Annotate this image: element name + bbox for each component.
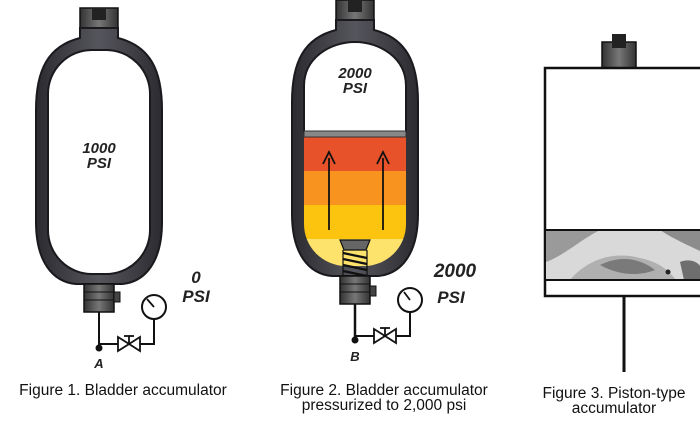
poppet-valve-icon	[339, 239, 371, 278]
gas-pressure-unit: PSI	[343, 80, 368, 97]
caption-line-2: pressurized to 2,000 psi	[301, 397, 467, 414]
bladder	[47, 49, 151, 275]
pressure-gauge-icon	[397, 287, 423, 313]
caption-line-2: accumulator	[571, 400, 657, 417]
figure-3-caption: Figure 3. Piston-type accumulator	[528, 385, 700, 417]
figure-3-piston-accumulator	[543, 34, 700, 372]
fluid-pressure-value: 2000	[433, 261, 477, 282]
up-arrow-icon	[322, 149, 336, 230]
gas-pressure-value: 1000	[82, 140, 116, 157]
fluid-port-icon	[83, 283, 115, 313]
point-label-b: B	[350, 349, 359, 364]
pressure-gauge-icon	[141, 294, 167, 320]
up-arrow-icon	[376, 149, 390, 230]
caption-text: Figure 1. Bladder accumulator	[19, 382, 227, 399]
gas-pressure-value: 2000	[337, 65, 372, 82]
gas-pressure-unit: PSI	[87, 155, 112, 172]
fluid-pressure-unit: PSI	[182, 287, 211, 306]
caption-line-1: Figure 2. Bladder accumulator	[280, 382, 488, 399]
figure-2-caption: Figure 2. Bladder accumulator pressurize…	[258, 382, 510, 414]
fluid-pressure-value: 0	[191, 268, 201, 287]
point-label-a: A	[93, 356, 103, 371]
piston	[546, 229, 700, 281]
caption-line-1: Figure 3. Piston-type	[542, 385, 686, 402]
figure-2-pressurized-accumulator: 2000 PSI 2000	[291, 0, 477, 364]
fluid-pressure-unit: PSI	[437, 288, 466, 307]
figure-1-caption: Figure 1. Bladder accumulator	[0, 382, 246, 399]
bladder	[303, 40, 407, 133]
hydraulic-fluid	[304, 137, 406, 266]
figure-1-bladder-accumulator: 1000 PSI 0 PSI A	[35, 7, 211, 371]
fluid-port-icon	[339, 275, 371, 305]
